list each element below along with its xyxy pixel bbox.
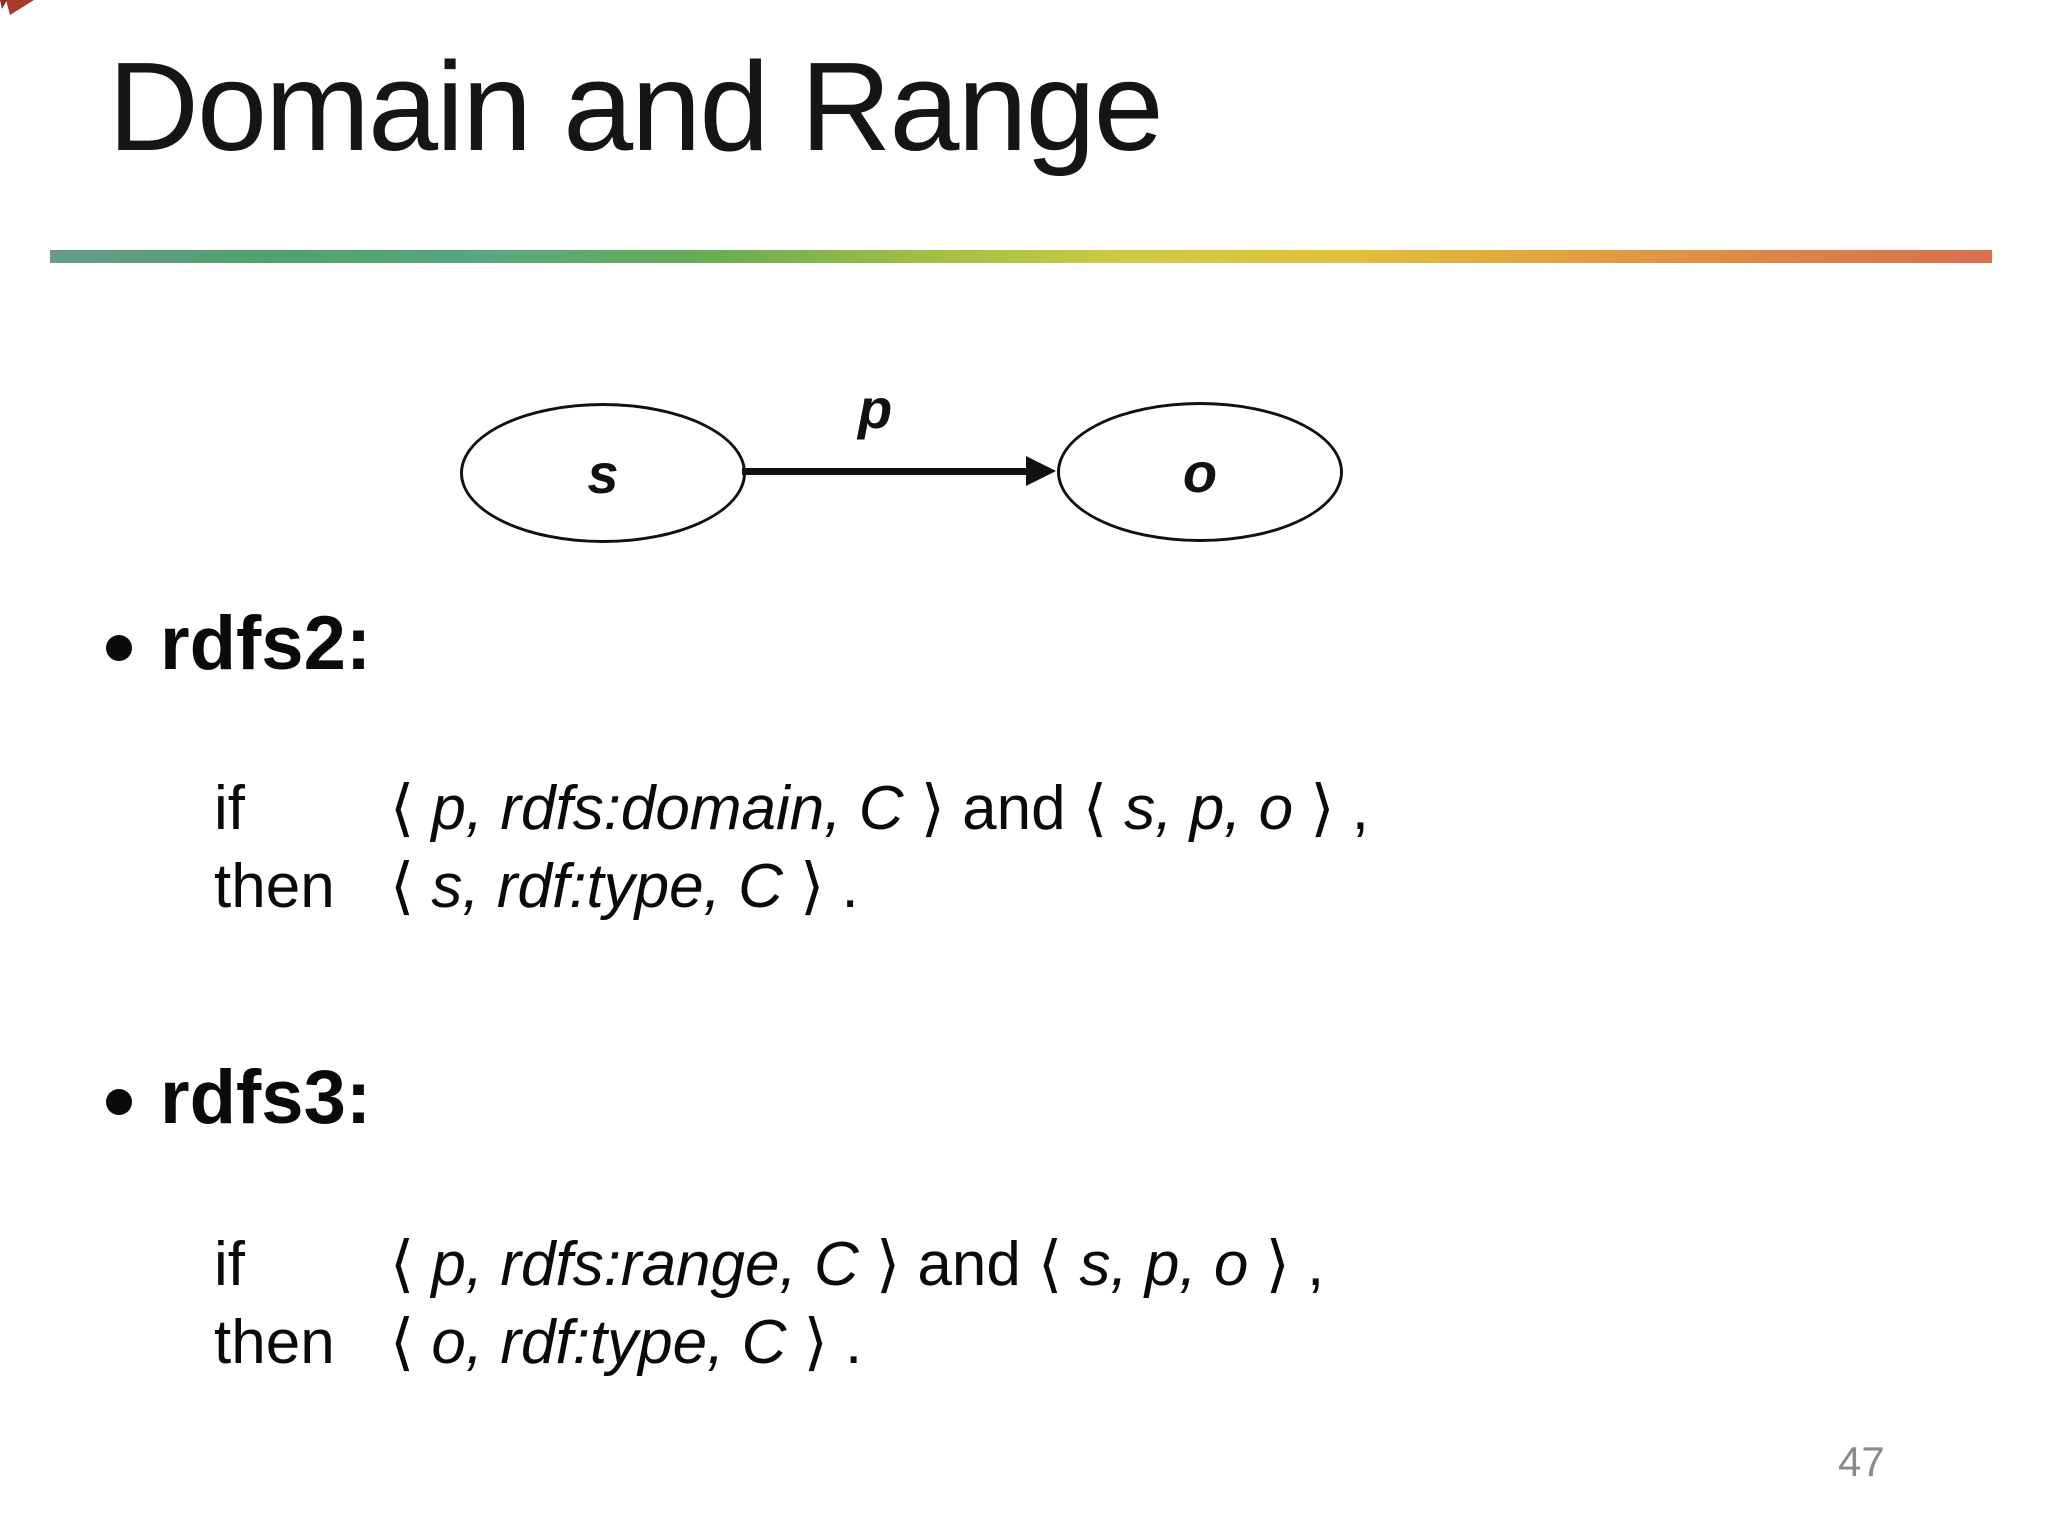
bullet-rdfs2: rdfs2: (106, 604, 371, 684)
corner-triangle-large (6, 0, 34, 15)
rule-if-expression: ⟨ p, rdfs:domain, C ⟩ and ⟨ s, p, o ⟩ , (390, 774, 1369, 843)
rule-then-expression: ⟨ s, rdf:type, C ⟩ . (390, 852, 859, 921)
bullet-dot-icon (106, 635, 132, 661)
rule-rdfs3: if ⟨ p, rdfs:range, C ⟩ and ⟨ s, p, o ⟩ … (214, 1226, 1324, 1382)
accent-divider-bar (50, 250, 1992, 263)
object-ellipse: o (1057, 402, 1343, 542)
rule-then-keyword: then (214, 852, 335, 921)
subject-label: s (587, 441, 619, 505)
rule-if-keyword: if (214, 1230, 245, 1299)
predicate-label: p (858, 377, 893, 440)
rule-then-expression: ⟨ o, rdf:type, C ⟩ . (390, 1308, 863, 1377)
predicate-arrowhead (1026, 456, 1056, 486)
bullet-rdfs3-label: rdfs3: (160, 1055, 372, 1140)
bullet-dot-icon (106, 1089, 132, 1115)
bullet-rdfs3: rdfs3: (106, 1058, 371, 1138)
bullet-rdfs2-label: rdfs2: (160, 601, 372, 686)
page-number: 47 (1838, 1438, 1885, 1485)
slide-title: Domain and Range (108, 36, 1164, 177)
predicate-arrow-line (742, 468, 1034, 475)
corner-triangle-small (0, 0, 7, 9)
corner-triangle-decoration (0, 0, 34, 15)
object-label: o (1182, 440, 1218, 504)
rule-then-keyword: then (214, 1308, 335, 1377)
rule-if-keyword: if (214, 774, 245, 843)
rule-rdfs2: if ⟨ p, rdfs:domain, C ⟩ and ⟨ s, p, o ⟩… (214, 770, 1369, 926)
subject-ellipse: s (460, 403, 746, 543)
rule-if-expression: ⟨ p, rdfs:range, C ⟩ and ⟨ s, p, o ⟩ , (390, 1230, 1325, 1299)
